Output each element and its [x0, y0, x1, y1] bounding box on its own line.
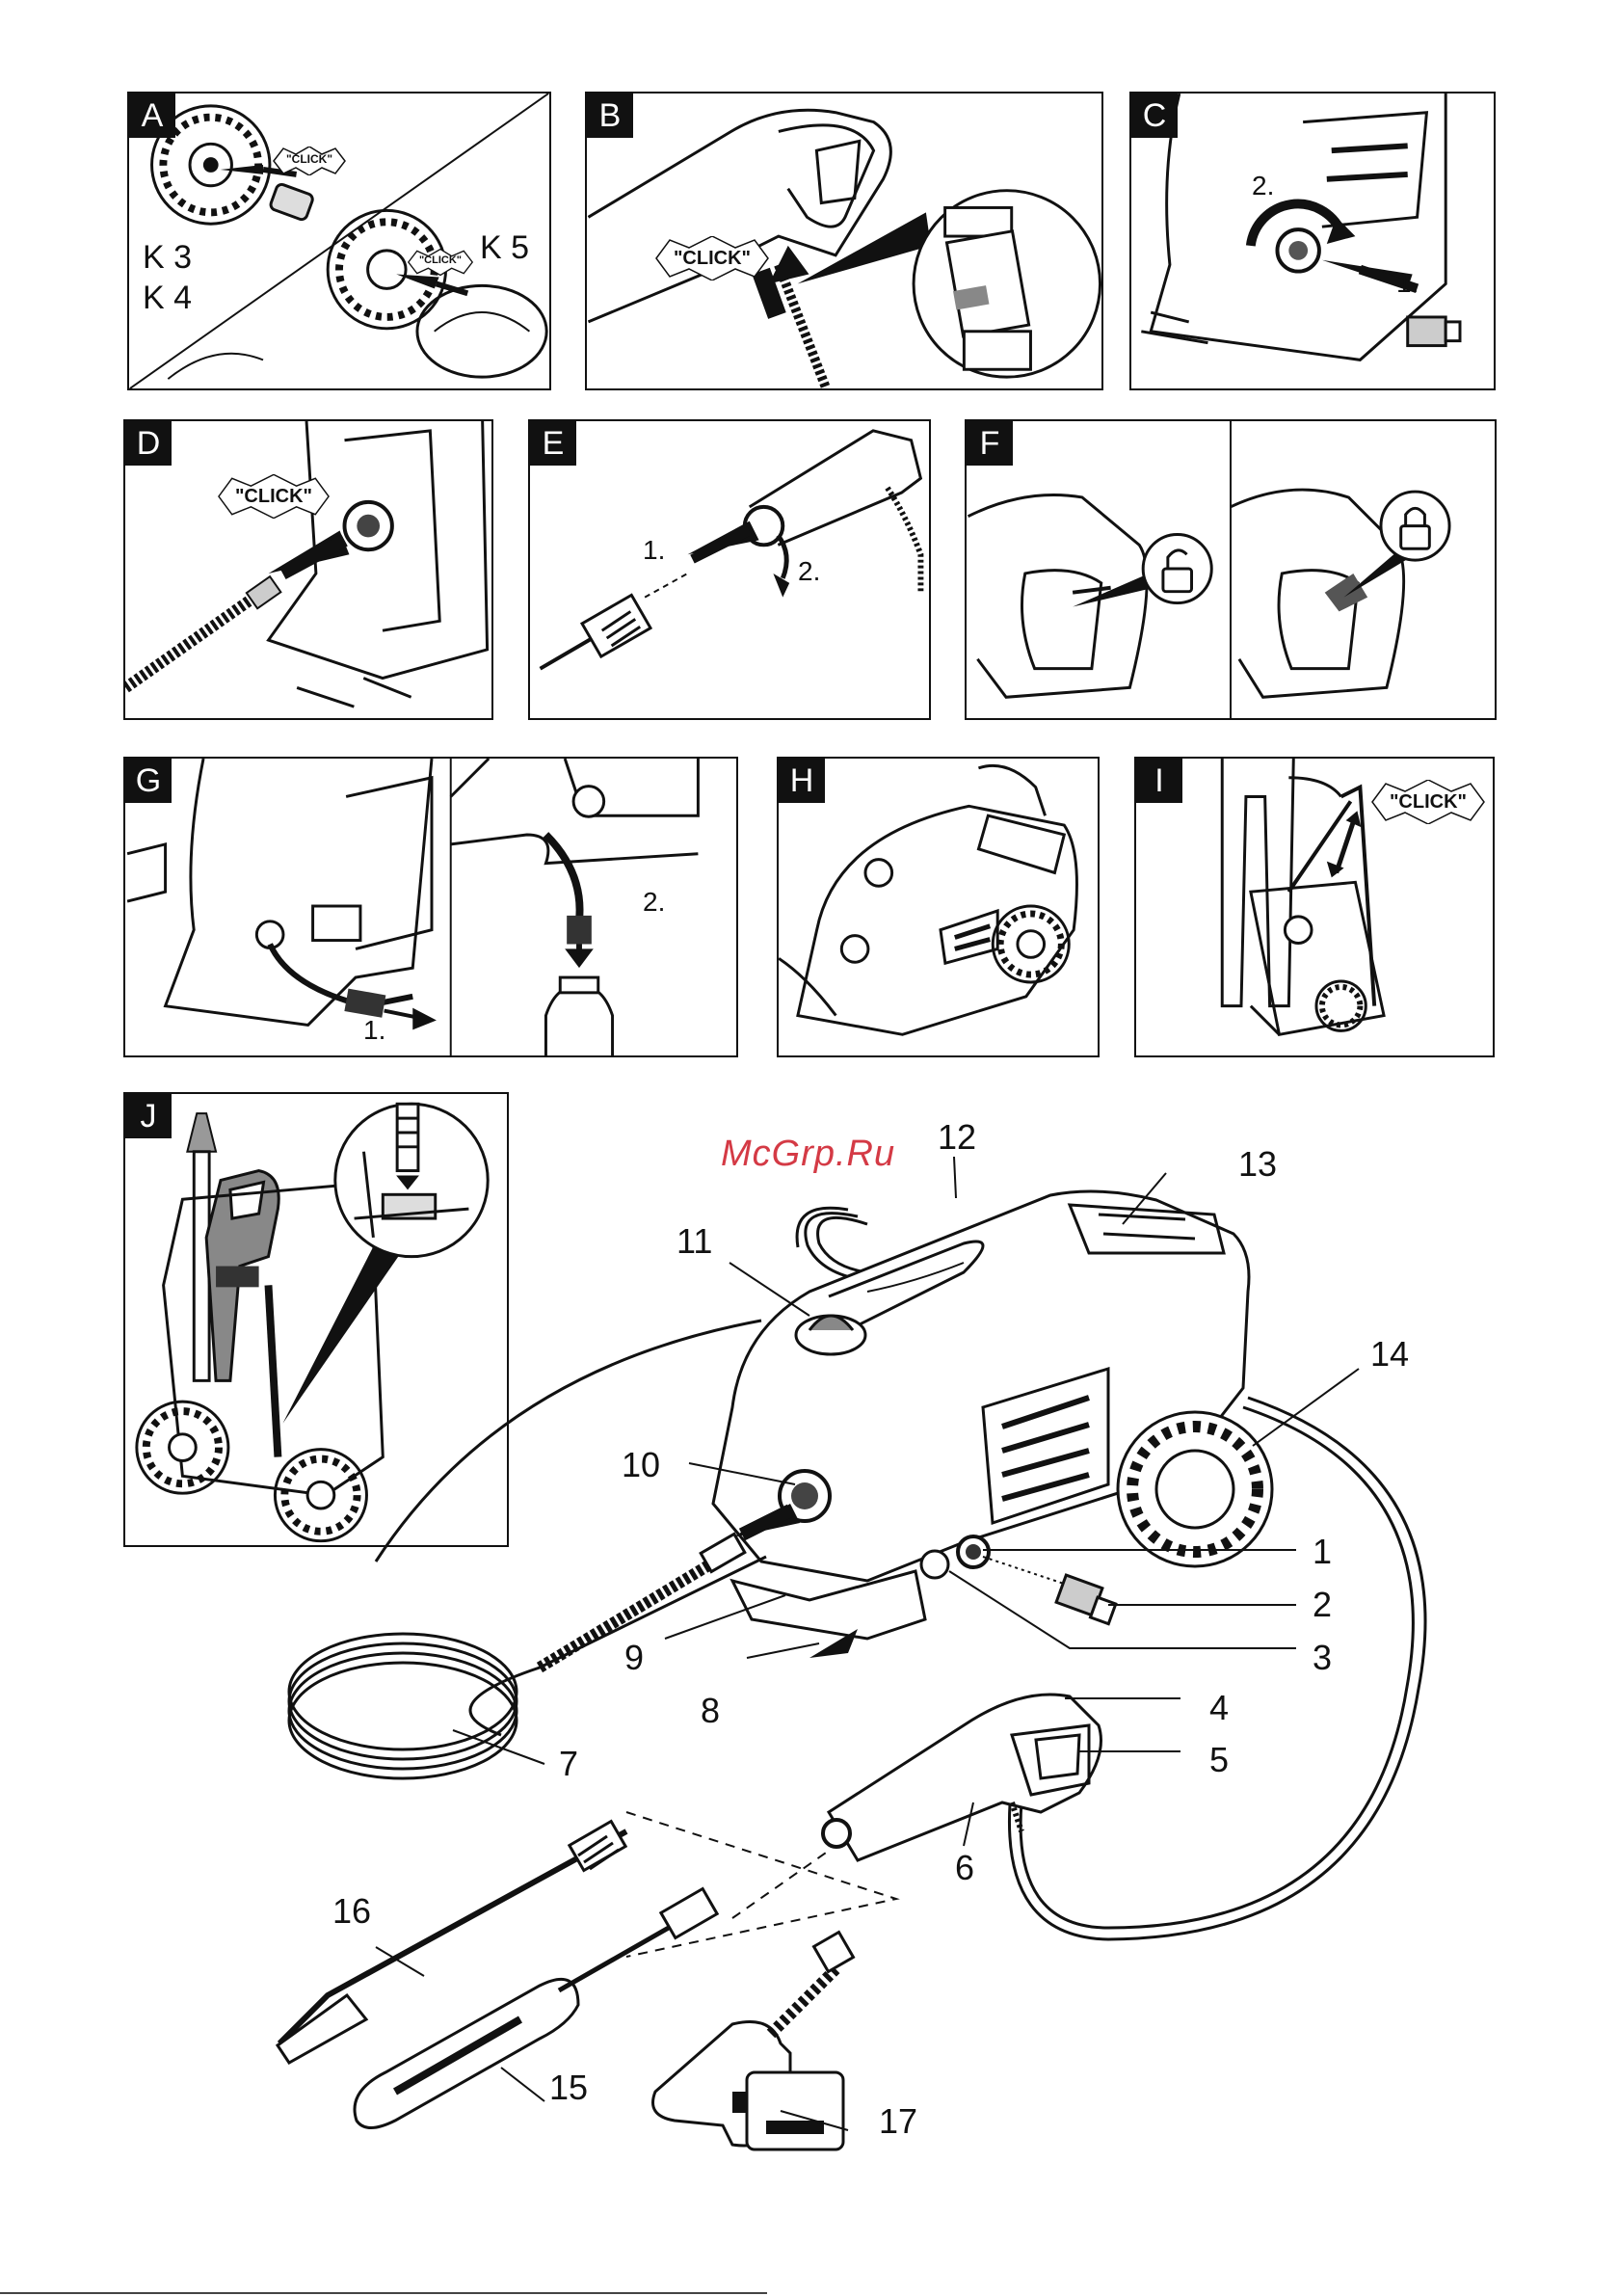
click-text-a2: "CLICK" [407, 254, 474, 266]
callout-2: 2 [1313, 1588, 1332, 1622]
model-label-k3: K 3 [143, 241, 192, 274]
panel-h-tag: H [779, 759, 825, 803]
panel-d-tag: D [125, 421, 172, 466]
callout-6: 6 [955, 1851, 974, 1885]
step-g-1: 1. [363, 1017, 385, 1044]
panel-j-tag: J [125, 1094, 172, 1138]
callout-7: 7 [559, 1747, 578, 1781]
callout-15: 15 [549, 2070, 588, 2105]
click-text-a1: "CLICK" [272, 152, 347, 166]
model-label-k5: K 5 [480, 231, 529, 264]
model-label-k4: K 4 [143, 281, 192, 314]
panel-b-tag: B [587, 93, 633, 138]
footer-rule [0, 2292, 767, 2294]
click-burst-b: "CLICK" [654, 236, 770, 280]
panel-e-tag: E [530, 421, 576, 466]
click-burst-a1: "CLICK" [272, 147, 347, 175]
callout-14: 14 [1370, 1337, 1409, 1372]
panel-g-tag: G [125, 759, 172, 803]
click-text-i: "CLICK" [1370, 791, 1486, 814]
watermark-text: McGrp.Ru [721, 1134, 895, 1175]
callout-8: 8 [701, 1694, 720, 1728]
callout-12: 12 [938, 1120, 976, 1155]
callout-5: 5 [1209, 1743, 1229, 1777]
panel-a-tag: A [129, 93, 175, 138]
step-c-2: 2. [1252, 173, 1274, 200]
callout-1: 1 [1313, 1535, 1332, 1569]
callout-10: 10 [622, 1448, 660, 1482]
click-burst-i: "CLICK" [1370, 780, 1486, 824]
click-text-d: "CLICK" [217, 486, 331, 508]
step-g-2: 2. [643, 889, 665, 916]
panel-i-tag: I [1136, 759, 1182, 803]
click-burst-d: "CLICK" [217, 474, 331, 519]
callout-3: 3 [1313, 1641, 1332, 1675]
callout-17: 17 [879, 2104, 917, 2139]
callout-13: 13 [1238, 1147, 1277, 1182]
step-c-1: 1. [1396, 270, 1419, 297]
step-e-2: 2. [798, 558, 820, 585]
click-burst-a2: "CLICK" [407, 248, 474, 277]
panel-f-tag: F [967, 421, 1013, 466]
click-text-b: "CLICK" [654, 248, 770, 270]
callout-9: 9 [624, 1641, 644, 1675]
panel-c-tag: C [1131, 93, 1178, 138]
step-e-1: 1. [643, 537, 665, 564]
callout-11: 11 [676, 1224, 712, 1259]
callout-4: 4 [1209, 1691, 1229, 1725]
callout-16: 16 [332, 1894, 371, 1929]
